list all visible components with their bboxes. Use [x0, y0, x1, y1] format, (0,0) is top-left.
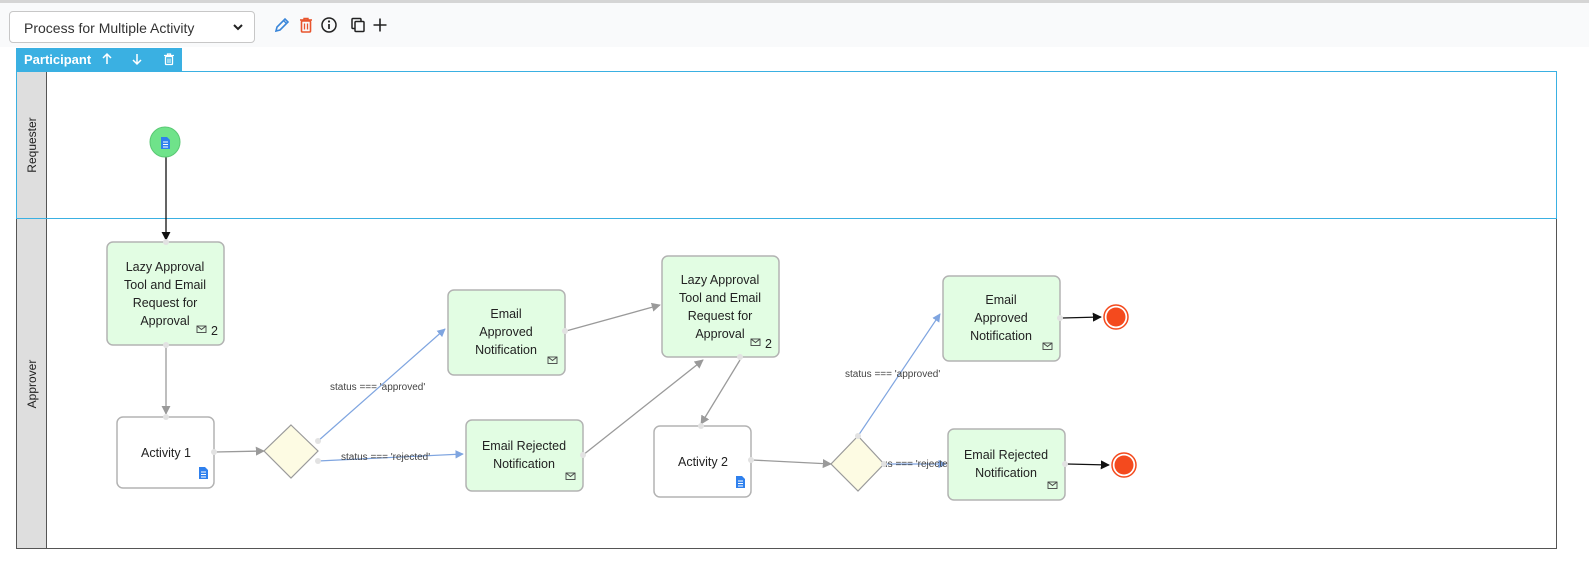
task-approved2-line-3: Notification	[970, 329, 1032, 343]
toolbar: Process for Multiple Activity	[0, 3, 1589, 47]
top-border	[0, 0, 1589, 3]
task-activity2-label: Activity 2	[678, 455, 728, 469]
flow-activity2-to-gateway2[interactable]	[751, 459, 832, 469]
document-icon	[735, 475, 746, 489]
connection-handles	[163, 239, 1068, 467]
arrow-down-icon[interactable]	[130, 52, 144, 66]
task-approved1-line-2: Approved	[479, 325, 533, 339]
lane-divider	[16, 218, 1557, 219]
task-lazy1-line-4: Approval	[140, 314, 189, 328]
flow-gateway1-approved[interactable]	[317, 328, 446, 442]
task-lazy2-count: 2	[765, 337, 772, 351]
task-lazy2-line-4: Approval	[695, 327, 744, 341]
edge-label-approved-2: status === 'approved'	[845, 369, 940, 380]
task-lazy1-line-3: Request for	[133, 296, 198, 310]
flow-rejected1-to-lazy2[interactable]	[582, 359, 704, 456]
copy-icon[interactable]	[349, 16, 367, 34]
task-rejected1-line-1: Email Rejected	[482, 439, 566, 453]
edge-label-rejected-2: status === 'rejected'	[866, 459, 955, 470]
participant-toolbar: Participant	[16, 48, 182, 71]
exclusive-gateway-1[interactable]	[263, 424, 319, 479]
end-event-2[interactable]	[1111, 452, 1137, 478]
flow-rejected2-to-end2[interactable]	[1066, 460, 1110, 470]
trash-icon[interactable]	[162, 52, 176, 66]
task-rejected2-line-2: Notification	[975, 466, 1037, 480]
document-icon	[198, 466, 209, 480]
participant-label: Participant	[24, 52, 92, 67]
edit-icon[interactable]	[273, 16, 291, 34]
task-lazy2-line-1: Lazy Approval	[681, 273, 760, 287]
task-approved1-line-3: Notification	[475, 343, 537, 357]
task-approved1-line-1: Email	[490, 307, 521, 321]
edge-label-rejected-1: status === 'rejected'	[341, 452, 430, 463]
sequence-flows	[161, 157, 1110, 470]
task-rejected1-line-2: Notification	[493, 457, 555, 471]
task-approved2-line-1: Email	[985, 293, 1016, 307]
edge-label-approved-1: status === 'approved'	[330, 382, 425, 393]
task-activity1-label: Activity 1	[141, 446, 191, 460]
process-select[interactable]: Process for Multiple Activity	[9, 11, 255, 43]
task-rejected2-line-1: Email Rejected	[964, 448, 1048, 462]
chevron-down-icon	[233, 24, 243, 31]
task-lazy1-line-1: Lazy Approval	[126, 260, 205, 274]
start-event[interactable]	[149, 126, 181, 158]
task-lazy1-line-2: Tool and Email	[124, 278, 206, 292]
arrow-up-icon[interactable]	[100, 52, 114, 66]
lane-header-requester[interactable]: Requester	[17, 72, 47, 218]
flow-gateway2-approved[interactable]	[857, 313, 941, 437]
add-icon[interactable]	[371, 16, 389, 34]
task-lazy2-line-3: Request for	[688, 309, 753, 323]
flow-approved2-to-end1[interactable]	[1061, 312, 1102, 322]
process-select-value: Process for Multiple Activity	[24, 20, 195, 36]
flow-gateway1-rejected[interactable]	[317, 450, 464, 462]
task-lazy1-count: 2	[211, 324, 218, 338]
flow-approved1-to-lazy2[interactable]	[565, 302, 661, 332]
document-icon	[160, 136, 171, 150]
task-activity-2[interactable]: Activity 2	[653, 425, 752, 498]
diagram-canvas	[0, 47, 1589, 579]
delete-icon[interactable]	[297, 16, 315, 34]
info-icon[interactable]	[320, 16, 338, 34]
exclusive-gateway-2[interactable]	[830, 435, 885, 492]
flow-lazy2-to-activity2[interactable]	[700, 359, 741, 425]
task-lazy2-line-2: Tool and Email	[679, 291, 761, 305]
task-approved2-line-2: Approved	[974, 311, 1028, 325]
flow-activity1-to-gateway1[interactable]	[214, 446, 265, 456]
lane-header-approver[interactable]: Approver	[17, 219, 47, 548]
end-event-1[interactable]	[1103, 304, 1129, 330]
task-activity-1[interactable]: Activity 1	[116, 416, 215, 489]
